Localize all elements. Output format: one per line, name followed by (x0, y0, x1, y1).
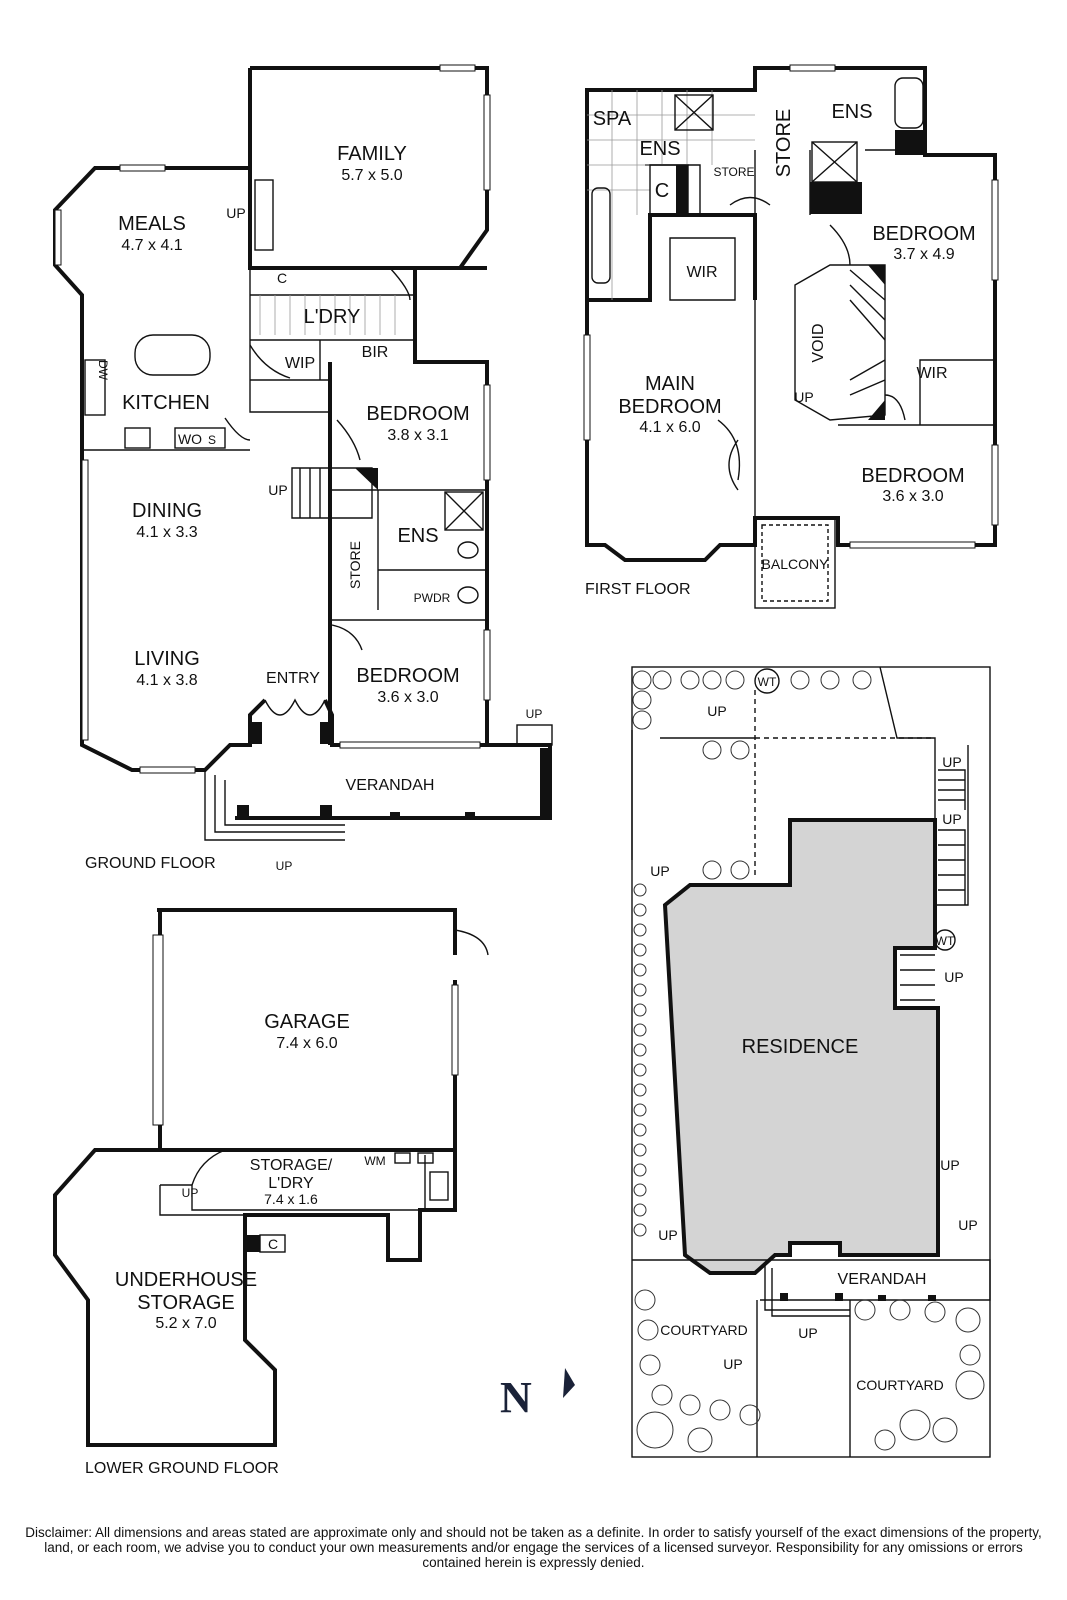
lower-ground-floor-title: LOWER GROUND FLOOR (85, 1460, 279, 1477)
store-label: STORE (773, 109, 795, 178)
up-label: UP (707, 703, 726, 719)
north-arrow-icon (563, 1368, 575, 1398)
up-label: UP (940, 1157, 959, 1173)
underhouse-label-line2: STORAGE (137, 1292, 234, 1314)
dishwasher-label: DW (96, 360, 110, 381)
wir-label: WIR (686, 264, 717, 281)
first-floor-plan: SPA ENS ENS STORE STORE C WIR WIR MAIN B… (583, 64, 999, 609)
up-label: UP (650, 863, 669, 879)
cupboard-label: C (655, 180, 669, 202)
courtyard-label: COURTYARD (856, 1377, 943, 1393)
up-label: UP (268, 482, 287, 498)
powder-label: PWDR (414, 591, 451, 605)
first-floor-title: FIRST FLOOR (585, 581, 691, 598)
main-bedroom-label-line1: MAIN (645, 373, 695, 395)
up-label: UP (182, 1186, 199, 1200)
wall-oven-s-label: S (208, 433, 216, 447)
storage-size: 7.4 x 1.6 (264, 1191, 318, 1207)
family-size: 5.7 x 5.0 (341, 167, 402, 184)
ensuite-label: ENS (397, 525, 438, 547)
lower-ground-floor-plan: GARAGE 7.4 x 6.0 STORAGE/ L'DRY 7.4 x 1.… (53, 908, 489, 1477)
laundry-label: L'DRY (304, 306, 361, 328)
balcony-label: BALCONY (762, 556, 830, 572)
residence-shape (662, 818, 940, 1275)
ensuite-label: ENS (639, 138, 680, 160)
water-tank-label: WT (936, 934, 955, 948)
washing-machine-label: WM (364, 1154, 385, 1168)
up-label: UP (942, 754, 961, 770)
laundry-cupboard-label: C (277, 270, 287, 286)
up-label: UP (658, 1227, 677, 1243)
ensuite-label: ENS (831, 101, 872, 123)
cupboard-label: C (268, 1236, 278, 1252)
bedroom-label: BEDROOM (872, 223, 975, 245)
meals-label: MEALS (118, 213, 186, 235)
main-bedroom-size: 4.1 x 6.0 (639, 419, 700, 436)
storage-label-line1: STORAGE/ (250, 1157, 333, 1174)
ground-floor-title: GROUND FLOOR (85, 855, 216, 872)
void-label: VOID (810, 323, 827, 362)
up-label: UP (944, 969, 963, 985)
meals-size: 4.7 x 4.1 (121, 237, 182, 254)
garage-label: GARAGE (264, 1011, 350, 1033)
family-label: FAMILY (337, 143, 407, 165)
bedroom-size: 3.6 x 3.0 (377, 689, 438, 706)
bedroom-size: 3.8 x 3.1 (387, 427, 448, 444)
wall-oven-label: WO (178, 431, 202, 447)
site-verandah-label: VERANDAH (838, 1271, 927, 1288)
north-letter: N (500, 1373, 532, 1422)
store-small-label: STORE (713, 165, 754, 179)
site-plan: RESIDENCE VERANDAH COURTYARD COURTYARD W… (631, 666, 991, 1458)
up-label: UP (276, 859, 293, 873)
up-label: UP (226, 205, 245, 221)
garage-size: 7.4 x 6.0 (276, 1035, 337, 1052)
storage-label-line2: L'DRY (268, 1175, 314, 1192)
kitchen-label: KITCHEN (122, 392, 210, 414)
up-label: UP (794, 389, 813, 405)
living-size: 4.1 x 3.8 (136, 672, 197, 689)
up-label: UP (958, 1217, 977, 1233)
spa-label: SPA (593, 108, 632, 130)
bedroom-label: BEDROOM (861, 465, 964, 487)
up-label: UP (798, 1325, 817, 1341)
wir-label: WIR (916, 365, 947, 382)
north-arrow: N (500, 1368, 575, 1422)
verandah-label: VERANDAH (346, 777, 435, 794)
dining-size: 4.1 x 3.3 (136, 524, 197, 541)
residence-label: RESIDENCE (742, 1036, 859, 1058)
ground-floor-plan: FAMILY 5.7 x 5.0 MEALS 4.7 x 4.1 KITCHEN… (53, 64, 553, 873)
up-label: UP (942, 811, 961, 827)
up-label: UP (723, 1356, 742, 1372)
water-tank-label: WT (758, 675, 777, 689)
bedroom-label: BEDROOM (366, 403, 469, 425)
store-label: STORE (347, 541, 363, 589)
disclaimer-text: Disclaimer: All dimensions and areas sta… (25, 1525, 1042, 1570)
courtyard-label: COURTYARD (660, 1322, 747, 1338)
bedroom-size: 3.7 x 4.9 (893, 246, 954, 263)
living-label: LIVING (134, 648, 200, 670)
wip-label: WIP (285, 355, 315, 372)
underhouse-label-line1: UNDERHOUSE (115, 1269, 257, 1291)
bir-label: BIR (362, 344, 389, 361)
dining-label: DINING (132, 500, 202, 522)
underhouse-size: 5.2 x 7.0 (155, 1315, 216, 1332)
main-bedroom-label-line2: BEDROOM (618, 396, 721, 418)
bedroom-size: 3.6 x 3.0 (882, 488, 943, 505)
up-label: UP (526, 707, 543, 721)
entry-label: ENTRY (266, 670, 320, 687)
bedroom-label: BEDROOM (356, 665, 459, 687)
